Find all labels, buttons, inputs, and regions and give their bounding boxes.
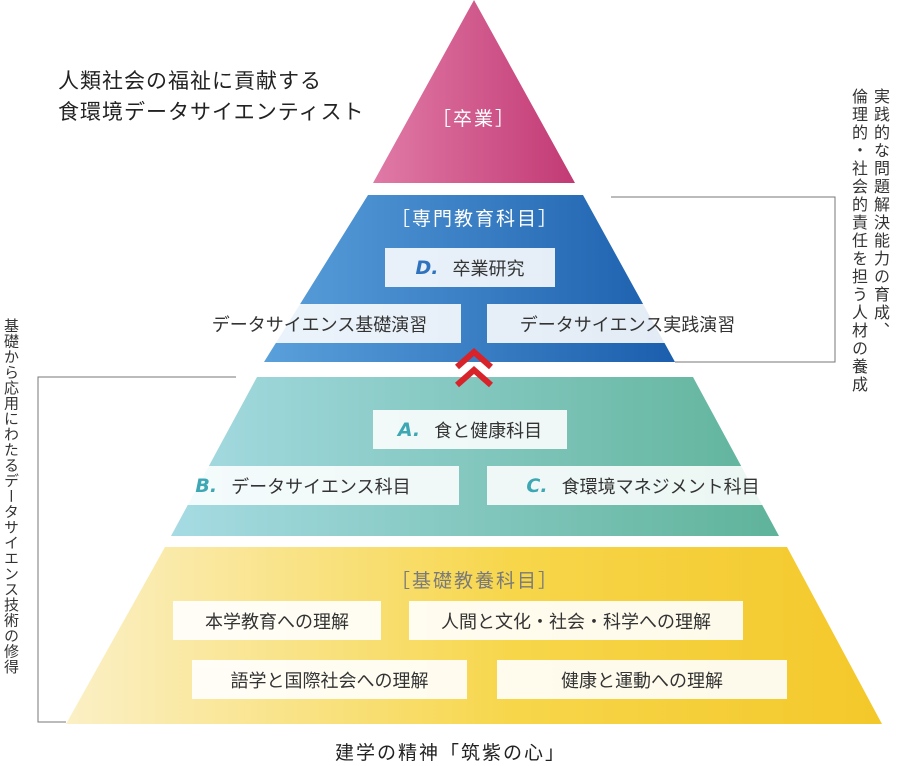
chevron-up-icon	[455, 347, 493, 388]
item-text: 卒業研究	[452, 258, 525, 280]
specialist-label: ［専門教育科目］	[390, 208, 559, 230]
item-text: データサイエンス基礎演習	[211, 314, 428, 336]
item-text: 健康と運動への理解	[561, 670, 723, 692]
liberal-arts-label: ［基礎教養科目］	[390, 570, 559, 592]
graduation-label: ［卒業］	[431, 108, 516, 130]
tier-graduation	[373, 0, 575, 183]
item-human-culture-science: 人間と文化・社会・科学への理解	[409, 601, 743, 640]
item-language-international: 語学と国際社会への理解	[192, 660, 467, 699]
heading-line2: 食環境データサイエンティスト	[58, 100, 365, 124]
item-letter: C.	[526, 474, 548, 497]
bottom-caption: 建学の精神「筑紫の心」	[334, 742, 566, 764]
item-letter: D.	[415, 256, 439, 279]
tier-foundation	[171, 377, 779, 536]
right-note-line1: 実践的な問題解決能力の育成、	[871, 88, 890, 340]
right-note-line2: 倫理的・社会的責任を担う人材の養成	[849, 88, 868, 394]
item-health-exercise: 健康と運動への理解	[497, 660, 787, 699]
right-note: 実践的な問題解決能力の育成、 倫理的・社会的責任を担う人材の養成	[847, 88, 891, 418]
item-text: 人間と文化・社会・科学への理解	[441, 611, 711, 633]
item-ds-applied-practice: データサイエンス実践演習	[487, 304, 768, 343]
item-text: 語学と国際社会への理解	[230, 670, 429, 692]
item-text: データサイエンス実践演習	[519, 314, 736, 336]
item-data-science: B. データサイエンス科目	[147, 466, 459, 505]
item-text: 本学教育への理解	[205, 611, 349, 633]
item-graduation-research: D. 卒業研究	[385, 248, 555, 287]
item-text: 食と健康科目	[434, 420, 543, 442]
item-ds-basic-practice: データサイエンス基礎演習	[178, 304, 461, 343]
item-letter: A.	[397, 418, 421, 441]
item-text: データサイエンス科目	[231, 476, 411, 498]
item-food-health: A. 食と健康科目	[373, 410, 567, 449]
heading: 人類社会の福祉に貢献する 食環境データサイエンティスト	[58, 66, 365, 128]
item-food-env-management: C. 食環境マネジメント科目	[487, 466, 799, 505]
left-bracket	[37, 376, 236, 723]
item-university-education: 本学教育への理解	[173, 601, 381, 640]
left-note: 基礎から応用にわたるデータサイエンス技術の修得	[2, 318, 20, 675]
heading-line1: 人類社会の福祉に貢献する	[58, 69, 322, 93]
right-bracket	[611, 196, 836, 363]
item-text: 食環境マネジメント科目	[561, 476, 760, 498]
item-letter: B.	[195, 474, 218, 497]
